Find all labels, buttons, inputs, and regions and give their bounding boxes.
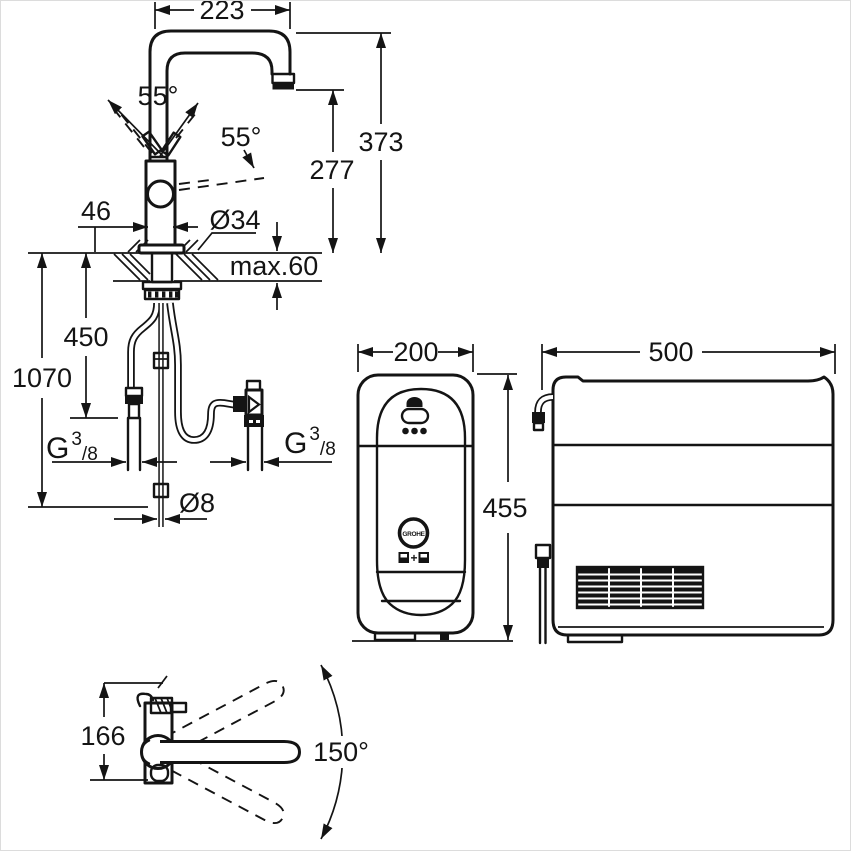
dispense-button-icon xyxy=(400,407,430,425)
dim-spout-reach: 223 xyxy=(199,0,244,25)
still-water-icon xyxy=(398,552,409,563)
cooler-side-view: 500 xyxy=(532,337,836,645)
faucet-front-dimensions: 223 373 277 55° 55° 46 Ø34 max.60 450 xyxy=(12,0,404,524)
dim-handle-offset: 46 xyxy=(81,196,111,226)
faucet-top-view: 150° 166 xyxy=(80,664,377,840)
grohe-logo-text: GROHE xyxy=(402,531,425,538)
led-indicator-dots xyxy=(402,427,427,435)
sparkling-water-icon xyxy=(418,552,429,563)
power-cable xyxy=(534,543,552,645)
badge-plus: + xyxy=(410,551,417,565)
grohe-logo-icon xyxy=(397,517,430,549)
dim-cooler-height: 455 xyxy=(482,493,527,523)
dim-hose-filter: 450 xyxy=(63,322,108,352)
dim-outlet-height: 277 xyxy=(309,155,354,185)
faucet-front-view xyxy=(28,29,322,527)
vent-grille xyxy=(575,565,705,610)
inlet-elbow-fitting xyxy=(532,393,554,432)
dim-body-depth: 166 xyxy=(80,721,125,751)
spout-position-lower xyxy=(165,748,285,825)
angle-swivel: 150° xyxy=(313,737,369,767)
angle-handle-left: 55° xyxy=(138,81,179,111)
dim-hose-total: 1070 xyxy=(12,363,72,393)
spout-position-upper xyxy=(165,679,285,756)
mounting-nut-teeth xyxy=(148,291,179,298)
dim-cooler-width: 200 xyxy=(393,337,438,367)
dim-shank-diameter: Ø34 xyxy=(209,205,260,235)
angle-handle-right: 55° xyxy=(221,122,262,152)
dispense-spout-icon xyxy=(406,397,423,407)
dim-cooler-depth: 500 xyxy=(648,337,693,367)
dim-max-deck: max.60 xyxy=(230,251,319,281)
dim-total-height: 373 xyxy=(358,127,403,157)
connection-hoses xyxy=(124,302,264,527)
dim-hose-diameter: Ø8 xyxy=(179,488,215,518)
cooler-front-view: GROHE + 200 455 xyxy=(352,337,528,642)
